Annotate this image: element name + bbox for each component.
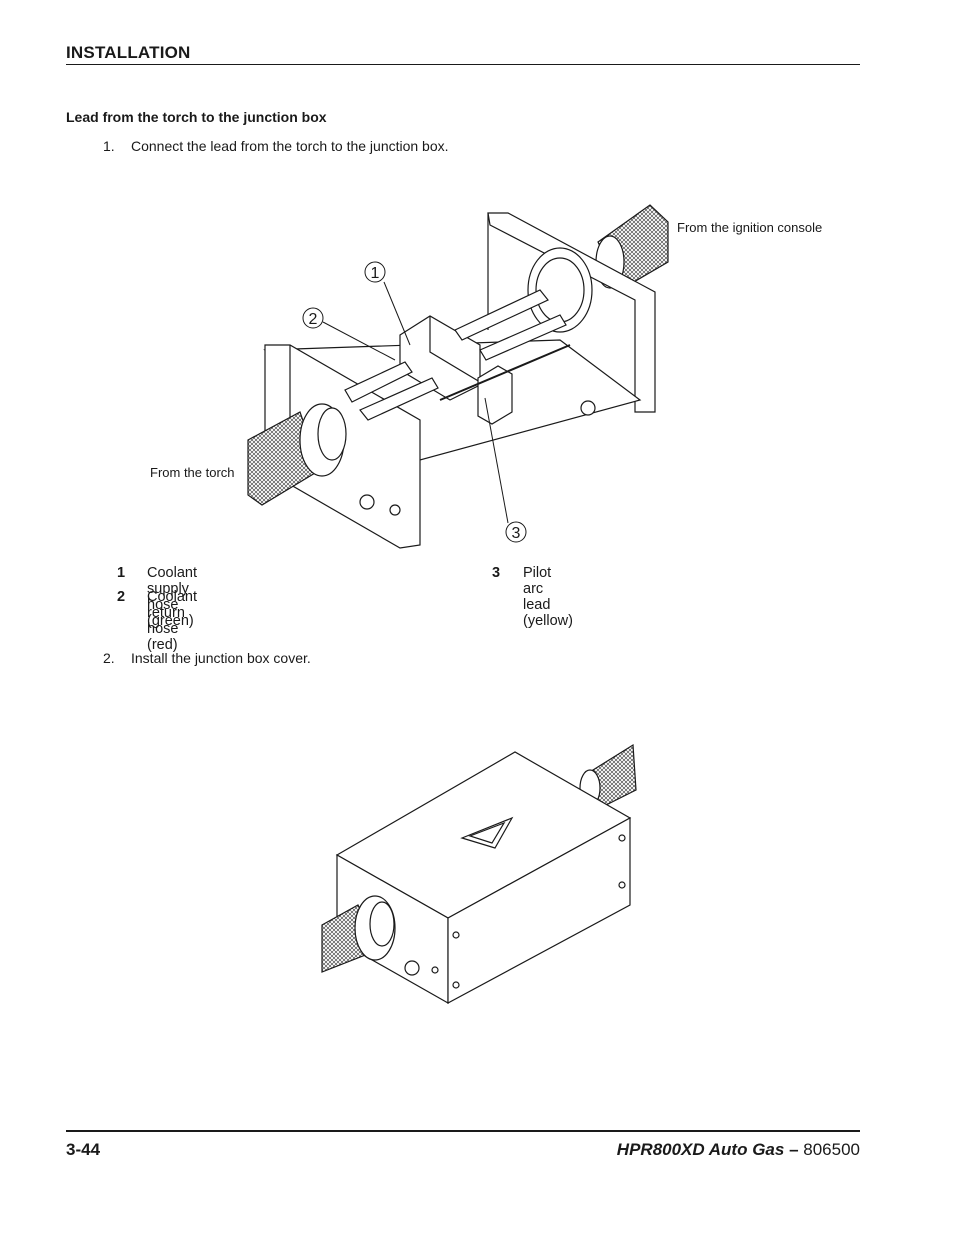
section-title: Lead from the torch to the junction box (66, 109, 327, 125)
junction-box-open-figure: 1 2 3 From the ignition console From the… (150, 204, 822, 549)
legend-text: Coolant supply hose (green) (147, 565, 197, 629)
junction-box-closed-figure (321, 743, 637, 1005)
step-2: 2. Install the junction box cover. (103, 650, 311, 666)
caption-ignition-console: From the ignition console (677, 220, 822, 235)
callout-2: 2 (309, 311, 318, 328)
page-header-title: INSTALLATION (66, 43, 191, 62)
callout-1: 1 (371, 265, 380, 282)
step-text: Install the junction box cover. (131, 650, 311, 666)
footer-rule (66, 1130, 860, 1132)
step-number: 1. (103, 138, 115, 154)
caption-torch: From the torch (150, 465, 235, 480)
doc-number: 806500 (803, 1140, 860, 1159)
product-name: HPR800XD Auto Gas (616, 1140, 785, 1159)
footer-separator: – (789, 1140, 799, 1159)
legend-number: 1 (117, 565, 126, 581)
page-number: 3-44 (66, 1140, 101, 1159)
step-number: 2. (103, 650, 115, 666)
callout-3: 3 (512, 525, 521, 542)
footer-product-info: HPR800XD Auto Gas – 806500 (617, 1140, 860, 1160)
header-rule (66, 64, 860, 65)
legend-text: Coolant return hose (red) (147, 589, 197, 653)
legend-number: 2 (117, 589, 126, 605)
step-text: Connect the lead from the torch to the j… (131, 138, 449, 154)
legend-number: 3 (492, 565, 501, 581)
legend-text: Pilot arc lead (yellow) (523, 565, 573, 629)
step-1: 1. Connect the lead from the torch to the… (103, 138, 449, 154)
